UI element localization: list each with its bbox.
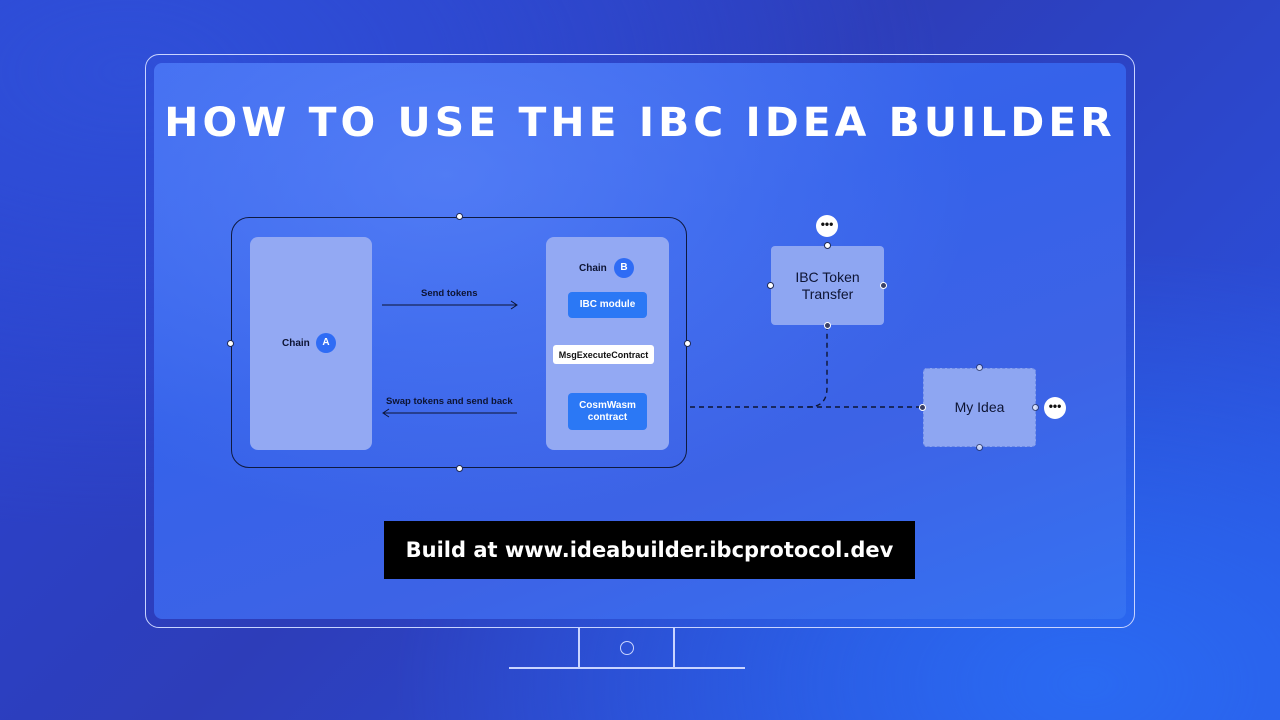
monitor-stand-left bbox=[578, 628, 580, 668]
ibc-node-handle-top[interactable] bbox=[824, 242, 831, 249]
chain-a-panel[interactable]: Chain A bbox=[250, 237, 372, 450]
my-idea-label: My Idea bbox=[954, 399, 1005, 415]
group-handle-top[interactable] bbox=[456, 213, 463, 220]
my-idea-handle-right[interactable] bbox=[1032, 404, 1039, 411]
my-idea-handle-top[interactable] bbox=[976, 364, 983, 371]
dashed-connection bbox=[690, 327, 828, 408]
my-idea-node[interactable]: My Idea bbox=[923, 368, 1036, 447]
my-idea-handle-bottom[interactable] bbox=[976, 444, 983, 451]
my-idea-more-icon[interactable]: ••• bbox=[1044, 397, 1066, 419]
ibc-token-transfer-node[interactable]: IBC Token Transfer bbox=[771, 246, 884, 325]
group-handle-left[interactable] bbox=[227, 340, 234, 347]
ibc-node-handle-right[interactable] bbox=[880, 282, 887, 289]
swap-tokens-label: Swap tokens and send back bbox=[386, 396, 513, 407]
group-handle-bottom[interactable] bbox=[456, 465, 463, 472]
monitor-stand-right bbox=[673, 628, 675, 668]
send-tokens-label: Send tokens bbox=[421, 288, 478, 299]
ibc-token-transfer-more-icon[interactable]: ••• bbox=[816, 215, 838, 237]
build-url-banner: Build at www.ideabuilder.ibcprotocol.dev bbox=[384, 521, 915, 579]
ibc-node-handle-left[interactable] bbox=[767, 282, 774, 289]
my-idea-handle-left[interactable] bbox=[919, 404, 926, 411]
cosmwasm-contract-block[interactable]: CosmWasm contract bbox=[568, 393, 647, 430]
power-button-icon bbox=[620, 641, 634, 655]
page-title: HOW TO USE THE IBC IDEA BUILDER bbox=[164, 100, 1116, 146]
chain-b-badge: B bbox=[614, 258, 634, 278]
chain-a-label: Chain bbox=[282, 338, 310, 349]
ibc-module-block[interactable]: IBC module bbox=[568, 292, 647, 318]
group-handle-right[interactable] bbox=[684, 340, 691, 347]
ibc-node-handle-bottom[interactable] bbox=[824, 322, 831, 329]
chain-a-badge: A bbox=[316, 333, 336, 353]
build-url-text: Build at www.ideabuilder.ibcprotocol.dev bbox=[405, 538, 894, 562]
monitor-stand-base bbox=[509, 667, 745, 669]
msg-execute-contract-label: MsgExecuteContract bbox=[553, 345, 654, 364]
ibc-token-transfer-label: IBC Token Transfer bbox=[795, 268, 860, 302]
chain-b-label: Chain bbox=[579, 263, 607, 274]
